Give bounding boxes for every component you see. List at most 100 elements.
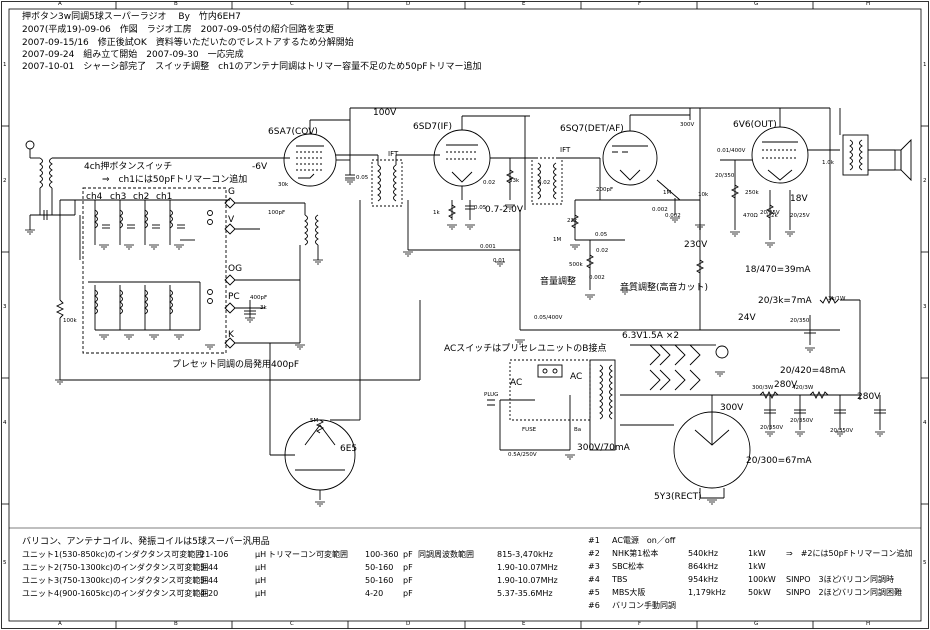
header-note: 2007(平成19)-09-06 作図 ラジオ工房 2007-09-05付の紹介…: [22, 25, 334, 35]
ground-symbol: [99, 334, 109, 340]
component-value-label: 20/350: [790, 318, 810, 324]
ground-symbol: [795, 431, 805, 437]
label-preset: プレセット同調の局発用400pF: [172, 360, 300, 370]
border-label: C: [290, 1, 294, 7]
border-label: 4: [923, 420, 927, 426]
parts-table-cell: 5-44: [200, 563, 219, 572]
border-label: 5: [923, 560, 927, 566]
component-value-label: 22k: [567, 218, 578, 224]
ground-symbol: [465, 224, 475, 230]
parts-table-title: バリコン、アンテナコイル、発振コイルは5球スーパー汎用品: [22, 537, 270, 547]
border-label: C: [290, 621, 294, 627]
station-table-cell: SINPO 3ほど: [786, 575, 840, 584]
component-value-label: 0.05: [474, 205, 487, 211]
label-300v70ma: 300V/70mA: [577, 443, 630, 453]
ground-symbol: [875, 431, 885, 437]
label-300v: 300V: [720, 403, 744, 413]
label-24v: 24V: [738, 313, 756, 323]
parts-table-cell: トリマーコン可変範囲: [268, 550, 348, 559]
component-value-label: 0.02: [596, 248, 609, 254]
component-value-label: 1M: [553, 237, 562, 243]
label-67ma: 20/300=67mA: [746, 456, 812, 466]
parts-table-cell: ユニット3(750-1300kc)のインダクタンス可変範囲: [22, 576, 209, 585]
parts-table-cell: 同調周波数範囲: [418, 550, 474, 559]
station-table-cell: #2: [588, 549, 600, 558]
circuit-wiring: [25, 107, 912, 500]
component-value-label: 400pF: [250, 295, 268, 301]
border-label: D: [406, 621, 411, 627]
parts-table-cell: 1.90-10.07MHz: [497, 576, 558, 585]
parts-table-cell: 4-20: [365, 589, 384, 598]
station-table-cell: MBS大阪: [612, 588, 646, 597]
parts-table-cell: 50-160: [365, 576, 394, 585]
label-18v: 18V: [790, 194, 808, 204]
label-volume: 音量調整: [540, 277, 577, 287]
component-value-label: 10k: [698, 192, 709, 198]
ground-symbol: [495, 261, 505, 267]
component-value-label: 500k: [569, 262, 583, 268]
label-og: OG: [228, 264, 243, 274]
component-value-label: 0.01: [493, 258, 506, 264]
ground-symbol: [25, 229, 35, 235]
tube-label-6sa7: 6SA7(COV): [268, 127, 318, 137]
label-v: V: [228, 215, 235, 225]
label-ch1: ch1: [156, 192, 173, 202]
label-fuse-rating: 0.5A/250V: [508, 452, 537, 458]
border-label: B: [174, 621, 178, 627]
border-label: 2: [3, 178, 7, 184]
component-value-label: 470Ω: [743, 213, 758, 219]
border-label: A: [58, 1, 62, 7]
parts-table-cell: pF: [403, 563, 413, 572]
station-table-cell: AC電源 on／off: [612, 536, 676, 545]
component-value-label: 0.05: [356, 175, 369, 181]
label-ac-left: AC: [510, 378, 523, 388]
station-table-cell: NHK第1松本: [612, 549, 659, 558]
station-table-cell: 1,179kHz: [688, 588, 726, 597]
component-value-label: 20/350V: [760, 425, 784, 431]
label-acswitch: ACスイッチはプリセレユニットのB接点: [444, 344, 607, 354]
border-label: 3: [923, 304, 927, 310]
station-table-cell: 50kW: [748, 588, 771, 597]
border-label: A: [58, 621, 62, 627]
ground-symbol: [124, 244, 134, 250]
tube-label-6e5: 6E5: [340, 444, 358, 454]
header-note: 2007-09-24 組み立て開始 2007-09-30 一応完成: [22, 50, 244, 60]
label-ac-right: AC: [570, 372, 583, 382]
component-value-label: 0.05/400V: [534, 315, 563, 321]
component-value-label: 300V: [680, 122, 695, 128]
component-value-label: 0.002: [589, 275, 605, 281]
component-value-label: 200pF: [596, 187, 614, 193]
station-table-cell: バリコン手動同調: [612, 601, 676, 610]
component-value-label: 0.01/400V: [717, 148, 746, 154]
ground-symbol: [565, 454, 575, 460]
border-label: 2: [923, 178, 927, 184]
label-ift1: IFT: [388, 150, 399, 158]
station-table-cell: #6: [588, 601, 600, 610]
label-39ma: 18/470=39mA: [745, 265, 811, 275]
label-minus6v: -6V: [252, 162, 268, 172]
ground-symbol: [345, 179, 355, 185]
component-value-label: 20/350: [715, 173, 735, 179]
component-value-label: 420/3W: [792, 385, 814, 391]
header-note: 2007-10-01 シャーシ部完了 スイッチ調整 ch1のアンテナ同調はトリマ…: [22, 62, 482, 72]
tube-label-6sd7: 6SD7(IF): [413, 122, 452, 132]
parts-table-cell: pF: [403, 576, 413, 585]
station-table-cell: バリコン同調時: [838, 575, 894, 584]
border-label: G: [754, 1, 759, 7]
ground-symbol: [315, 501, 325, 507]
label-0.7-2.0v: 0.7-2.0V: [485, 205, 524, 215]
station-table-cell: ⇒ #2には50pFトリマーコン追加: [786, 549, 913, 558]
border-label: 3: [3, 304, 7, 310]
label-fuse: FUSE: [522, 427, 537, 433]
label-g: G: [228, 187, 235, 197]
ground-symbol: [585, 294, 595, 300]
component-value-label: 1.0k: [822, 160, 834, 166]
label-280v-a: 280V: [774, 380, 798, 390]
station-table-cell: #4: [588, 575, 600, 584]
parts-table-cell: 5.37-35.6MHz: [497, 589, 553, 598]
station-table-cell: #1: [588, 536, 600, 545]
ground-symbol: [570, 244, 580, 250]
border-label: 5: [3, 560, 7, 566]
label-trimmer-note: ⇒ ch1には50pFトリマーコン追加: [102, 175, 248, 185]
header-note: 2007-09-15/16 修正後試OK 資料等いただいたのでレストアするため分…: [22, 38, 354, 48]
